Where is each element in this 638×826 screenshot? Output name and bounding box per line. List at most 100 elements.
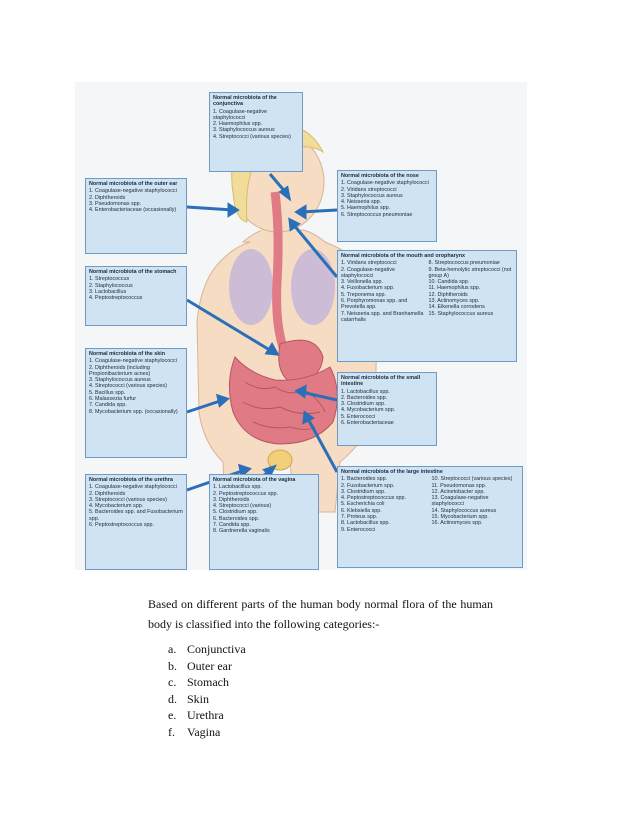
- arrowhead-conjunctiva: [278, 185, 292, 202]
- list-item: 1. Coagulase-negative staphylococci: [89, 188, 177, 195]
- list-item: 2. Diphtheroids: [89, 194, 126, 201]
- arrow-mouth: [291, 223, 339, 278]
- category-name: Vagina: [187, 724, 221, 739]
- box-large-intestine: Normal microbiota of the large intestine…: [337, 466, 523, 568]
- arrowhead-stomach: [264, 342, 280, 356]
- list-item: 3. Clostridium spp.: [341, 488, 386, 495]
- box-large-intestine-list: 1. Bacteroides spp.2. Fusobacterium spp.…: [341, 476, 519, 533]
- box-stomach-title: Normal microbiota of the stomach: [89, 269, 177, 275]
- right-lung-shape: [291, 249, 335, 325]
- list-item: 3. Staphylococcus aureus: [213, 127, 275, 134]
- category-item: d.Skin: [168, 692, 246, 709]
- list-item: 3. Staphylococcus aureus: [341, 192, 403, 199]
- list-item: 14. Eikenella corrodens: [428, 304, 485, 311]
- list-item: 3. Pseudomonas spp.: [89, 200, 142, 207]
- list-item: 7. Candida spp.: [89, 402, 127, 409]
- list-item: 4. Streptococci (various species): [89, 383, 167, 390]
- box-urethra: Normal microbiota of the urethra 1. Coag…: [85, 474, 187, 570]
- list-item: 5. Haemophilus spp.: [341, 205, 391, 212]
- list-item: 7. Candida spp.: [213, 522, 251, 529]
- list-item: 2. Viridans streptococci: [341, 186, 397, 193]
- list-item: 1. Coagulase-negative staphylococci: [213, 108, 267, 121]
- list-item: 2. Bacteroides spp.: [341, 394, 388, 401]
- arrowhead-outer-ear: [227, 202, 240, 218]
- list-item: 8. Streptococcus pneumoniae: [428, 260, 500, 267]
- list-item: 5. Bacillus spp.: [89, 389, 126, 396]
- category-letter: e.: [168, 708, 177, 722]
- list-item: 8. Mycobacterium spp. (occasionally): [89, 408, 178, 415]
- list-item: 5. Enterococci: [341, 413, 376, 420]
- list-item: 11. Haemophilus spp.: [428, 285, 481, 292]
- box-stomach: Normal microbiota of the stomach 1. Stre…: [85, 266, 187, 326]
- list-item: 4. Mycobacterium spp.: [341, 407, 396, 414]
- arrowhead-vagina: [262, 464, 277, 478]
- list-item: 8. Lactobacillus spp.: [341, 520, 390, 527]
- list-item: 4. Fusobacterium spp.: [341, 285, 395, 292]
- box-small-intestine: Normal microbiota of the small intestine…: [337, 372, 437, 446]
- list-item: 10. Streptococci (various species): [431, 476, 513, 483]
- box-skin: Normal microbiota of the skin 1. Coagula…: [85, 348, 187, 458]
- list-item: 3. Streptococci (various species): [89, 496, 167, 503]
- arrowhead-small-intestine: [294, 384, 307, 399]
- box-nose: Normal microbiota of the nose 1. Coagula…: [337, 170, 437, 242]
- list-item: 2. Diphtheroids (including Propionibacte…: [89, 364, 151, 377]
- list-item: 1. Lactobacillus spp.: [213, 484, 262, 491]
- left-lung-shape: [229, 249, 273, 325]
- list-item: 16. Actinomyces spp.: [431, 520, 483, 527]
- category-item: c. Stomach: [168, 675, 246, 692]
- category-name: Outer ear: [187, 658, 232, 673]
- arrow-skin: [186, 398, 224, 414]
- list-item: 3. Lactobacillus: [89, 288, 127, 295]
- category-name: Skin: [187, 691, 210, 706]
- box-skin-title: Normal microbiota of the skin: [89, 351, 166, 357]
- box-vagina-list: 1. Lactobacillus spp.2. Peptostreptococc…: [213, 484, 315, 534]
- arrowhead-skin: [215, 393, 230, 408]
- list-item: 3. Clostridium spp.: [341, 401, 386, 408]
- category-letter: c.: [168, 675, 177, 689]
- list-item: 14. Staphylococcus aureus: [431, 507, 497, 514]
- box-small-intestine-title: Normal microbiota of the small intestine: [341, 375, 421, 388]
- list-item: 4. Peptostreptococcus spp.: [341, 495, 407, 502]
- list-item: 4. Streptococci (various species): [213, 133, 291, 140]
- list-item: 10. Candida spp.: [428, 279, 470, 286]
- list-item: 13. Actinomyces spp.: [428, 298, 480, 305]
- arrowhead-mouth: [288, 217, 301, 232]
- list-item: 5. Bacteroides spp. and Fusobacterium sp…: [89, 509, 183, 522]
- list-item: 2. Peptostreptococcus spp.: [213, 490, 279, 497]
- list-item: 4. Peptostreptococcus: [89, 295, 143, 302]
- list-item: 4. Neisseria spp.: [341, 199, 382, 206]
- body-illustration: [186, 124, 378, 513]
- arrowhead-nose: [294, 204, 307, 220]
- list-item: 11. Pseudomonas spp.: [431, 482, 487, 489]
- box-vagina-title: Normal microbiota of the vagina: [213, 477, 296, 483]
- list-item: 3. Staphylococcus aureus: [89, 377, 151, 384]
- list-item: 6. Klebsiella spp.: [341, 507, 382, 514]
- list-item: 1. Coagulase-negative staphylococci: [89, 484, 177, 491]
- list-item: 9. Beta-hemolytic streptococci (not grou…: [428, 266, 512, 279]
- arrow-nose: [300, 208, 338, 214]
- list-item: 1. Coagulase-negative staphylococci: [89, 358, 177, 365]
- list-item: 6. Peptostreptococcus spp.: [89, 522, 155, 529]
- list-item: 9. Enterococci: [341, 526, 376, 533]
- list-item: 1. Streptococcus: [89, 276, 130, 283]
- caption: Based on different parts of the human bo…: [148, 594, 493, 634]
- category-name: Conjunctiva: [187, 642, 246, 656]
- list-item: 4. Enterobacteriaceae (occasionally): [89, 207, 177, 214]
- list-item: 6. Streptococcus pneumoniae: [341, 211, 413, 218]
- category-letter: a.: [168, 642, 177, 656]
- box-outer-ear: Normal microbiota of the outer ear 1. Co…: [85, 178, 187, 254]
- box-conjunctiva-title: Normal microbiota of the conjunctiva: [213, 95, 277, 108]
- arrowhead-urethra: [237, 463, 252, 478]
- arrowhead-large-intestine: [302, 410, 315, 425]
- list-item: 5. Clostridium spp.: [213, 509, 258, 516]
- arrow-large-intestine: [305, 416, 339, 473]
- list-item: 2. Haemophilus spp.: [213, 121, 263, 128]
- category-name: Stomach: [187, 675, 229, 689]
- list-item: 1. Viridans streptococci: [341, 260, 397, 267]
- list-item: 2. Diphtheroids: [89, 490, 126, 497]
